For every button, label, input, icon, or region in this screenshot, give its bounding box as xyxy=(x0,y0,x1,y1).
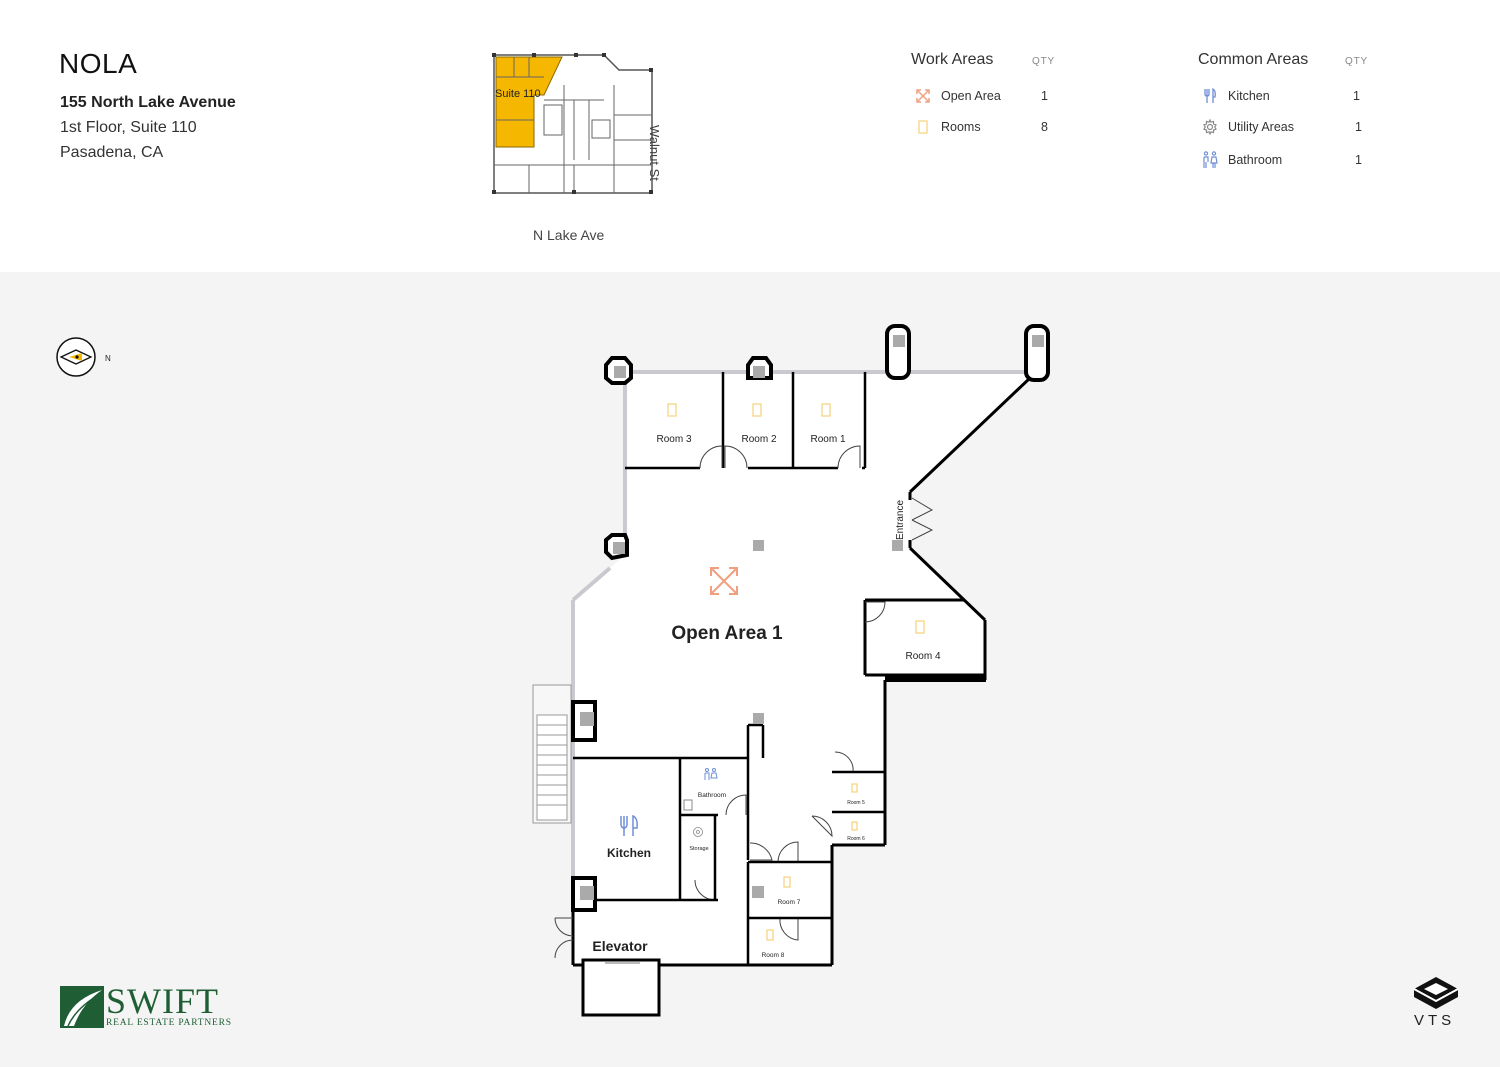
vts-logo: VTS xyxy=(1410,975,1462,1031)
common-areas-title: Common Areas xyxy=(1198,51,1309,68)
legend-kitchen-qty: 1 xyxy=(1353,89,1360,103)
label-room-4: Room 4 xyxy=(905,651,940,662)
label-room-8: Room 8 xyxy=(762,952,785,959)
open-area-icon xyxy=(710,567,738,595)
kitchen-icon xyxy=(620,814,638,836)
label-bathroom: Bathroom xyxy=(698,792,726,799)
work-areas-qty-header: QTY xyxy=(1032,56,1055,67)
label-storage: Storage xyxy=(689,846,708,852)
key-plan-suite-label: Suite 110 xyxy=(495,88,541,100)
key-plan: Suite 110 xyxy=(484,45,664,210)
label-room-2: Room 2 xyxy=(741,434,776,445)
door-icon xyxy=(913,118,933,136)
legend-rooms-qty: 8 xyxy=(1041,120,1048,134)
toilet-icon xyxy=(683,799,693,811)
legend-utility-label: Utility Areas xyxy=(1228,120,1294,134)
vts-mark-icon xyxy=(1413,977,1459,1009)
bathroom-icon xyxy=(704,768,718,780)
columns xyxy=(571,324,1050,912)
legend-open-area-label: Open Area xyxy=(941,89,1001,103)
label-entrance: Entrance xyxy=(895,500,906,540)
legend-utility-qty: 1 xyxy=(1355,120,1362,134)
top-rooms-walls xyxy=(625,372,867,470)
label-room-7: Room 7 xyxy=(778,899,801,906)
legend-rooms-label: Rooms xyxy=(941,120,981,134)
swift-leaf-icon xyxy=(60,986,104,1028)
label-room-5: Room 5 xyxy=(847,800,865,806)
compass-icon: N xyxy=(56,337,111,377)
door-swings xyxy=(554,445,934,959)
window-walls xyxy=(571,370,1030,905)
floor-plan-drawing: Room 3 Room 2 Room 1 Entrance Open Area … xyxy=(532,324,1050,1017)
label-open-area: Open Area 1 xyxy=(671,623,783,644)
label-room-3: Room 3 xyxy=(656,434,691,445)
compass-north-label: N xyxy=(105,354,111,363)
legend-bathroom-label: Bathroom xyxy=(1228,153,1283,167)
key-plan-drawing: Suite 110 xyxy=(492,53,653,194)
header-panel xyxy=(0,0,1500,272)
expand-arrows-icon xyxy=(913,87,933,105)
label-kitchen: Kitchen xyxy=(607,846,651,860)
label-room-6: Room 6 xyxy=(847,836,865,842)
service-core-walls xyxy=(573,723,885,965)
stairs xyxy=(532,684,572,824)
gear-icon xyxy=(1200,118,1220,136)
swift-logo: SWIFT REAL ESTATE PARTNERS xyxy=(60,981,235,1031)
swift-wordmark: SWIFT xyxy=(106,981,219,1021)
legend-bathroom: Bathroom xyxy=(1200,150,1282,170)
exterior-walls xyxy=(571,376,1032,967)
label-room-1: Room 1 xyxy=(810,434,845,445)
compass: N xyxy=(56,337,116,384)
legend-kitchen-label: Kitchen xyxy=(1228,89,1270,103)
work-areas-title: Work Areas xyxy=(911,51,994,68)
column-cores xyxy=(580,335,1044,900)
address-city: Pasadena, CA xyxy=(60,144,164,161)
legend-open-area-qty: 1 xyxy=(1041,89,1048,103)
legend-open-area: Open Area xyxy=(913,86,1001,106)
legend-utility: Utility Areas xyxy=(1200,117,1294,137)
common-areas-qty-header: QTY xyxy=(1345,56,1368,67)
address-floor: 1st Floor, Suite 110 xyxy=(60,119,197,136)
elevator-shaft xyxy=(581,958,661,1017)
building-name: NOLA xyxy=(59,48,138,79)
vts-wordmark: VTS xyxy=(1414,1012,1456,1029)
legend-rooms: Rooms xyxy=(913,117,981,137)
floor-plan: Room 3 Room 2 Room 1 Entrance Open Area … xyxy=(530,318,1070,1033)
storage-gear-icon xyxy=(693,827,703,837)
suite-highlight xyxy=(495,56,563,148)
legend-kitchen: Kitchen xyxy=(1200,86,1270,106)
street-walnut: Walnut St xyxy=(647,125,662,181)
street-lake: N Lake Ave xyxy=(533,227,605,243)
address-street: 155 North Lake Avenue xyxy=(60,94,236,111)
legend-bathroom-qty: 1 xyxy=(1355,153,1362,167)
swift-tagline: REAL ESTATE PARTNERS xyxy=(106,1018,232,1028)
restroom-icon xyxy=(1200,151,1220,169)
room-door-icons xyxy=(667,403,925,941)
label-elevator: Elevator xyxy=(592,938,648,954)
fork-knife-icon xyxy=(1200,87,1220,105)
